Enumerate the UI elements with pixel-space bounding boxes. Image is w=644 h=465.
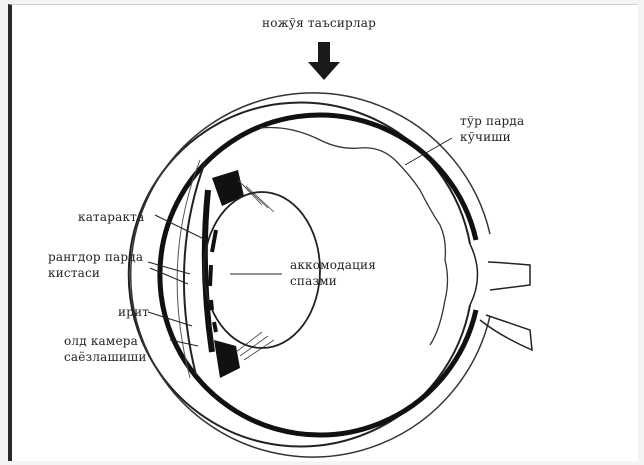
label-anterior-chamber-2: саёзлашиши	[64, 350, 147, 365]
label-retinal-detachment-2: кўчиши	[460, 130, 511, 145]
label-cataract: катаракта	[78, 210, 144, 225]
cornea	[184, 162, 205, 375]
iris-lower	[214, 340, 240, 378]
label-adverse-effects: ножўя таъсирлар	[262, 16, 376, 31]
label-retinal-detachment-1: тўр парда	[460, 114, 524, 129]
iris-upper	[212, 170, 244, 206]
label-accommodation-spasm-2: спазми	[290, 274, 337, 289]
down-arrow-icon	[308, 42, 340, 80]
label-anterior-chamber-1: олд камера	[64, 334, 138, 349]
pointer-lines	[148, 138, 452, 346]
label-accommodation-spasm-1: аккомодация	[290, 258, 376, 273]
zonules	[236, 180, 274, 360]
optic-nerve	[470, 244, 532, 350]
retinal-detachment-line	[260, 128, 448, 346]
label-iris-cyst-2: кистаси	[48, 266, 100, 281]
label-iritis: ирит	[118, 305, 149, 320]
label-iris-cyst-1: рангдор парда	[48, 250, 143, 265]
